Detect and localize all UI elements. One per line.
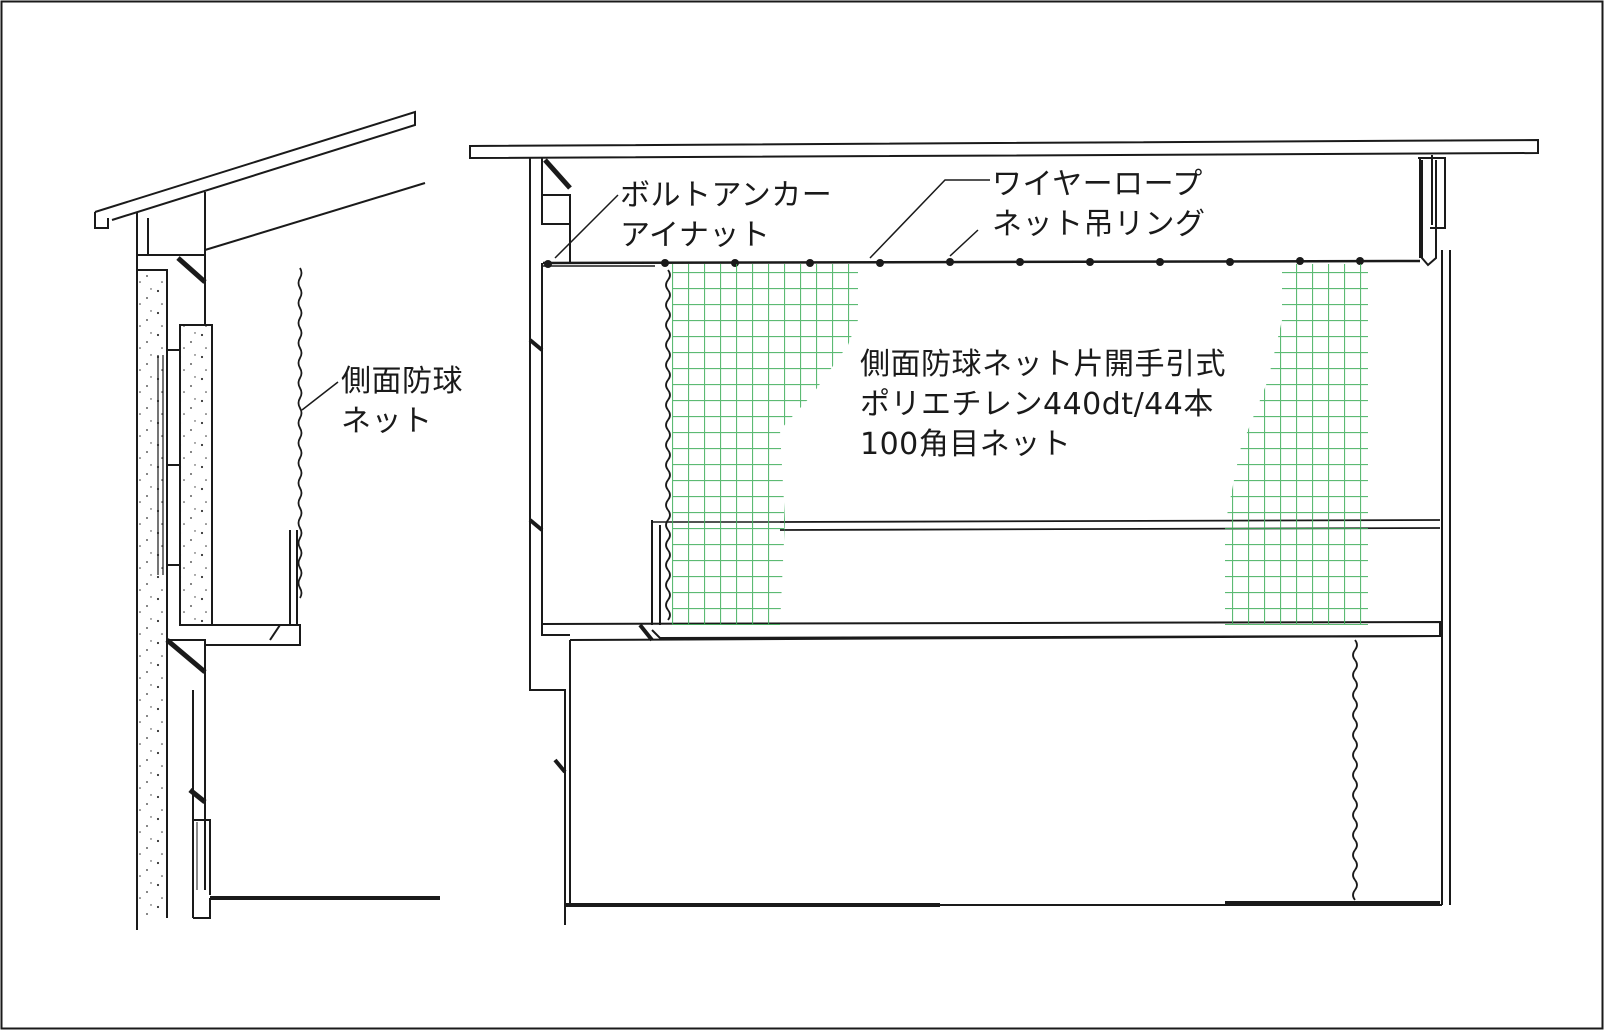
side-net-label-line2: ネット [341, 404, 433, 439]
main-net-label-line3: 100角目ネット [860, 427, 1072, 462]
main-net-label-line2: ポリエチレン440dt/44本 [860, 387, 1214, 422]
net-rings [544, 257, 1364, 268]
side-net-label: 側面防球 ネット [341, 362, 463, 442]
net-ring-label-text: ネット吊リング [992, 207, 1206, 242]
wire-rope-label: ワイヤーロープ ネット吊リング [992, 165, 1206, 245]
net-left-edge-wave [665, 269, 671, 621]
main-net-label: 側面防球ネット片開手引式 ポリエチレン440dt/44本 100角目ネット [860, 345, 1226, 465]
bolt-anchor-label-line1: ボルトアンカー [620, 178, 833, 213]
main-net-label-line1: 側面防球ネット片開手引式 [860, 347, 1226, 382]
side-net-label-line1: 側面防球 [341, 364, 463, 399]
bolt-anchor-label: ボルトアンカー アイナット [620, 176, 832, 256]
net-panel-left [672, 264, 858, 625]
wire-rope-label-text: ワイヤーロープ [992, 167, 1203, 202]
left-section-view [94, 110, 440, 930]
net-right-edge-wave [1352, 639, 1358, 901]
net-panel-right [1225, 264, 1368, 625]
safety-net-panels [672, 264, 1368, 625]
left-net-wave [297, 267, 303, 599]
right-section-view [469, 138, 1539, 925]
bolt-anchor-label-line2: アイナット [620, 218, 771, 253]
